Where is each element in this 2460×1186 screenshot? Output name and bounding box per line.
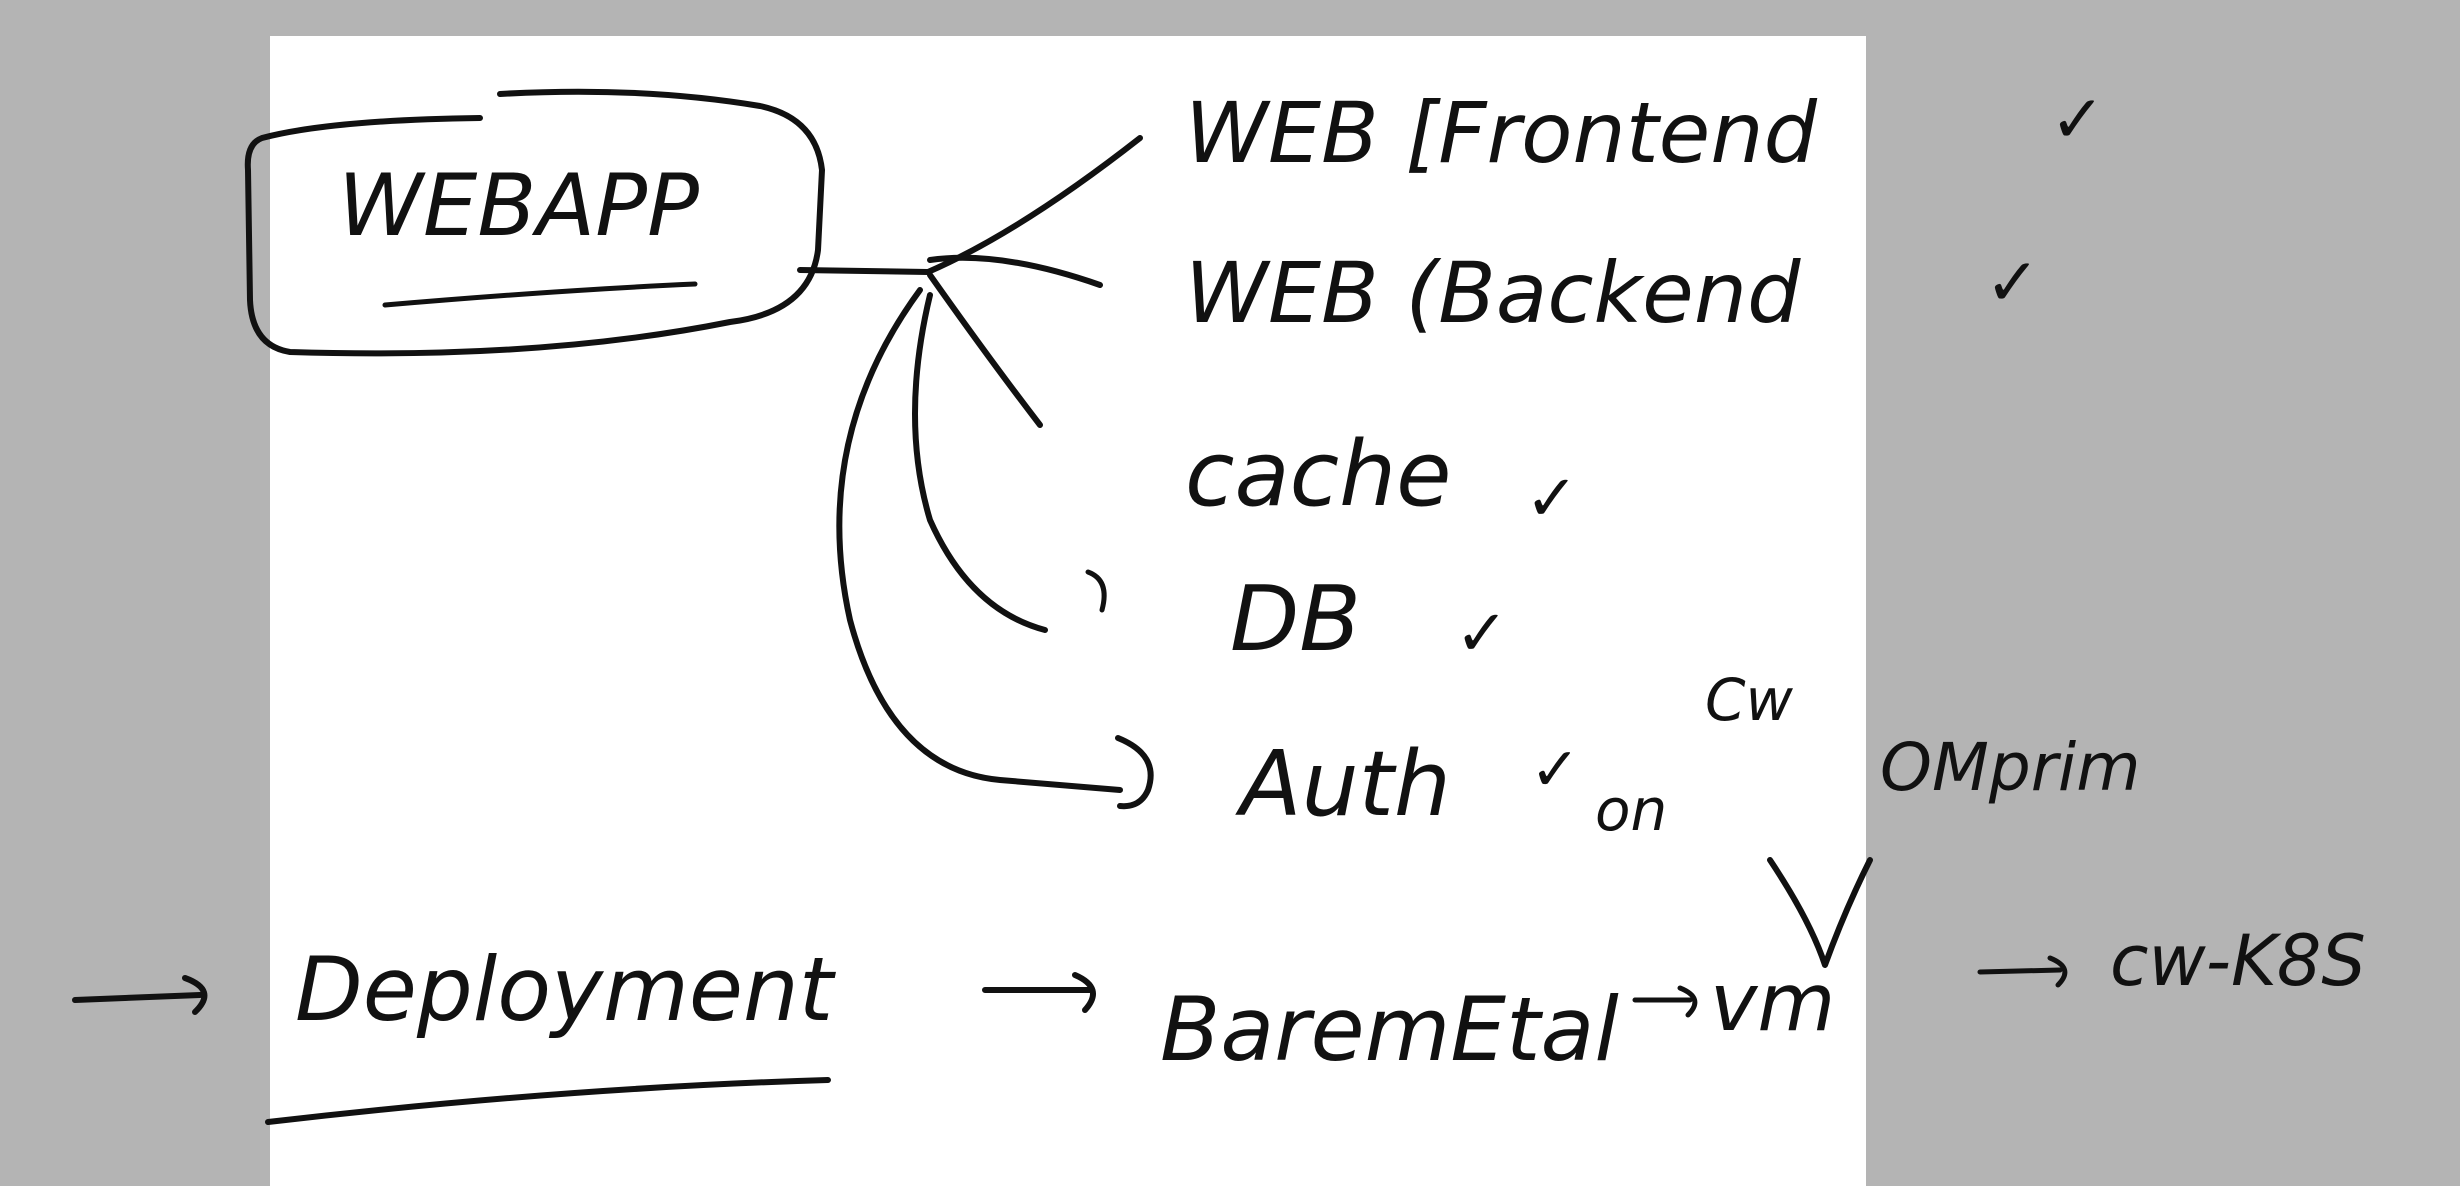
canvas-sheet	[270, 36, 1866, 1186]
deployment-underline	[265, 1077, 831, 1125]
db-tick	[1085, 569, 1107, 613]
component-db: DB	[1230, 567, 1361, 672]
check-backend: ✓	[1985, 244, 2040, 321]
check-frontend: ✓	[2050, 81, 2105, 158]
deployment-label: Deployment	[295, 938, 837, 1041]
flow-baremetal: BaremEtal	[1160, 978, 1619, 1081]
check-cache: ✓	[1525, 462, 1579, 536]
connector-auth	[836, 287, 1123, 793]
webapp-underline	[382, 281, 698, 308]
auth-option-on: on	[1595, 776, 1667, 844]
flow-arrow-1	[982, 972, 1096, 1013]
flow-cloud-k8s: cw-K8S	[2110, 920, 2366, 1002]
connector-db	[912, 292, 1048, 633]
connector-cache	[927, 272, 1043, 428]
auth-option-cloud: Cw	[1705, 666, 1793, 734]
cloud-pointer-v	[1767, 857, 1873, 968]
webapp-label: WEBAPP	[338, 156, 699, 256]
auth-bracket	[1115, 735, 1154, 810]
connector-frontend	[797, 135, 1143, 275]
flow-arrow-3	[1977, 955, 2068, 988]
deployment-arrow	[72, 975, 208, 1015]
check-db: ✓	[1455, 597, 1509, 671]
component-cache: cache	[1185, 422, 1452, 527]
flow-arrow-2	[1632, 985, 1698, 1018]
connector-backend	[927, 254, 1103, 288]
webapp-box	[244, 88, 825, 357]
component-backend: WEB (Backend	[1185, 244, 1801, 342]
component-auth: Auth	[1235, 732, 1451, 837]
check-auth: ✓	[1530, 735, 1580, 805]
flow-vm: vm	[1710, 956, 1835, 1049]
component-frontend: WEB [Frontend	[1185, 84, 1818, 182]
auth-option-onprem: OMprim	[1880, 729, 2141, 806]
